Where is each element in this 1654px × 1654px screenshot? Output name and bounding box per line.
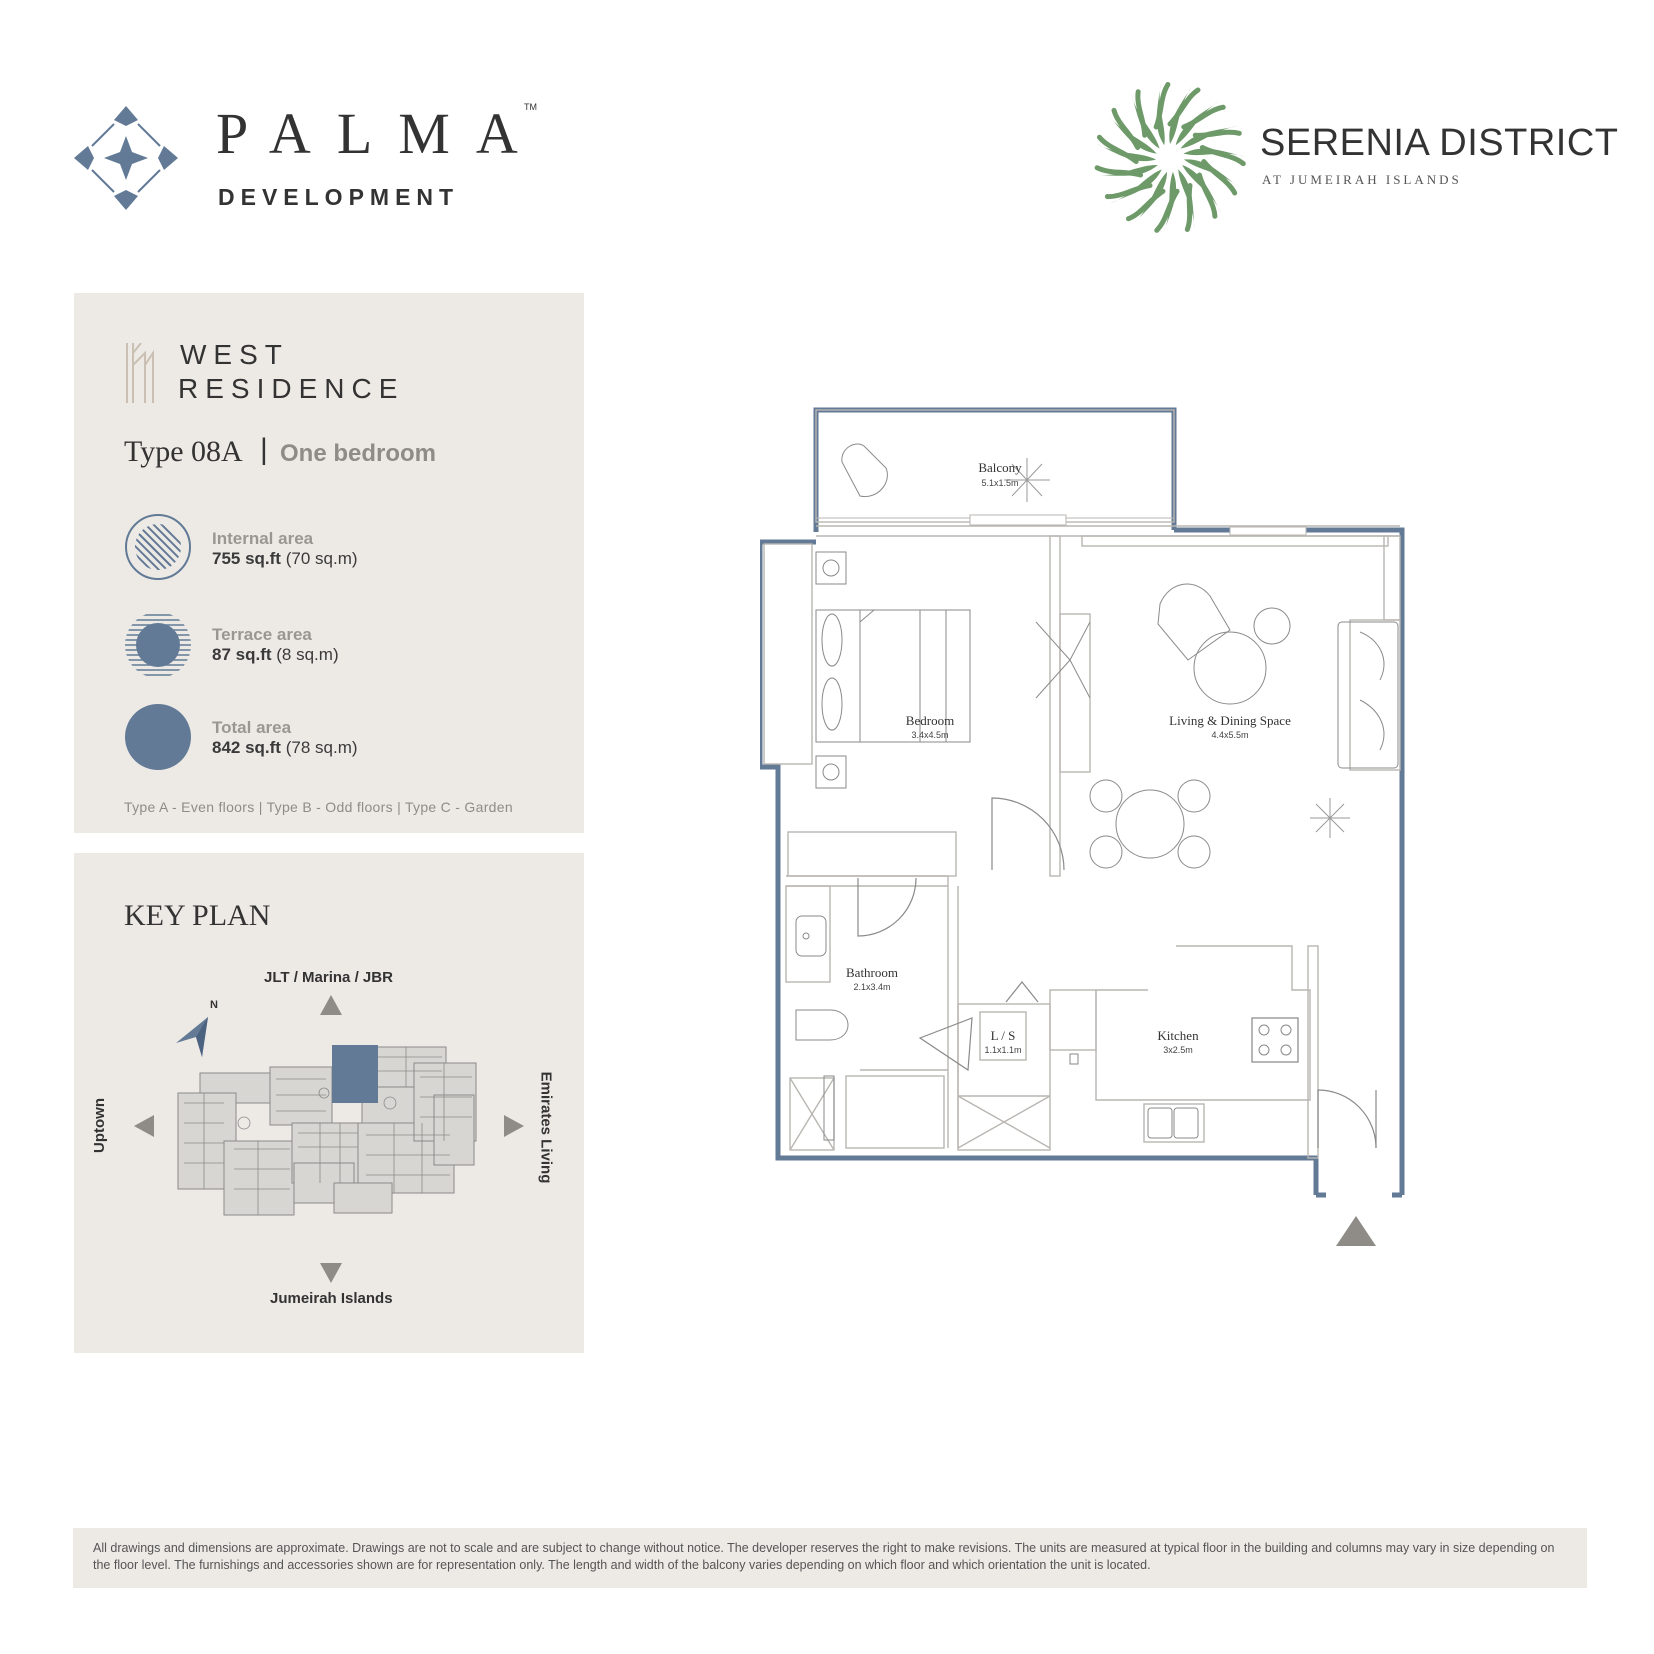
floor-plan: Balcony 5.1x1.5m Bedroom 3.4x4.5m Living…: [760, 400, 1440, 1260]
striped-circle-icon: [125, 614, 191, 676]
palma-development-logo: PALMA TM DEVELOPMENT: [74, 100, 554, 210]
arrow-left-icon: [134, 1115, 154, 1137]
direction-bottom-label: Jumeirah Islands: [270, 1290, 393, 1307]
internal-area-label: Internal area: [212, 529, 314, 548]
room-name-living-dining: Living & Dining Space: [1169, 713, 1291, 728]
building-name-line1: WEST: [180, 339, 289, 370]
room-name-bathroom: Bathroom: [846, 965, 898, 980]
palma-diamond-icon: [74, 106, 178, 210]
room-name-balcony: Balcony: [978, 460, 1022, 475]
room-dims-bedroom: 3.4x4.5m: [911, 730, 949, 740]
room-name-bedroom: Bedroom: [905, 713, 955, 728]
north-compass-icon: [176, 1017, 208, 1057]
unit-info-panel: WEST RESIDENCE Type 08A | One bedroom In…: [74, 293, 584, 833]
entrance-arrow: [1336, 1216, 1376, 1246]
room-name-kitchen: Kitchen: [1157, 1028, 1199, 1043]
west-residence-emblem-icon: [126, 343, 154, 403]
hatched-circle-icon: [125, 514, 191, 580]
serenia-district-subtitle: AT JUMEIRAH ISLANDS: [1262, 172, 1462, 187]
room-dims-balcony: 5.1x1.5m: [981, 478, 1019, 488]
terrace-area-label: Terrace area: [212, 625, 312, 644]
disclaimer-box: All drawings and dimensions are approxim…: [73, 1528, 1587, 1588]
arrow-right-icon: [504, 1115, 524, 1137]
direction-left-label: Uptown: [90, 1098, 108, 1153]
title-separator: |: [260, 433, 268, 466]
palma-wordmark: PALMA: [216, 101, 544, 166]
arrow-up-icon: [320, 995, 342, 1015]
floor-type-note: Type A - Even floors | Type B - Odd floo…: [124, 799, 513, 815]
room-dims-linen-storage: 1.1x1.1m: [984, 1045, 1022, 1055]
serenia-district-title: SERENIA DISTRICT: [1260, 122, 1619, 164]
total-area-label: Total area: [212, 718, 292, 737]
floor-plan-drawing: [760, 407, 1405, 1246]
north-label: N: [210, 999, 218, 1011]
room-dims-kitchen: 3x2.5m: [1163, 1045, 1193, 1055]
direction-top-label: JLT / Marina / JBR: [264, 969, 393, 986]
building-key-plan-diagram: [177, 1045, 477, 1216]
building-name-line2: RESIDENCE: [178, 373, 405, 404]
key-plan-panel: KEY PLAN JLT / Marina / JBR Jumeirah Isl…: [74, 853, 584, 1353]
arrow-down-icon: [320, 1263, 342, 1283]
internal-area-value: 755 sq.ft (70 sq.m): [212, 549, 358, 568]
bedroom-count: One bedroom: [280, 440, 437, 467]
direction-right-label: Emirates Living: [537, 1071, 555, 1184]
unit-type: Type 08A: [124, 435, 243, 468]
palma-development-text: DEVELOPMENT: [218, 184, 460, 210]
disclaimer-text: All drawings and dimensions are approxim…: [93, 1541, 1555, 1572]
room-dims-bathroom: 2.1x3.4m: [853, 982, 891, 992]
solid-circle-icon: [125, 704, 191, 770]
room-dims-living-dining: 4.4x5.5m: [1211, 730, 1249, 740]
serenia-leaf-burst-icon: [1090, 78, 1250, 238]
total-area-value: 842 sq.ft (78 sq.m): [212, 738, 358, 757]
room-name-linen-storage: L / S: [990, 1028, 1016, 1043]
key-plan-title: KEY PLAN: [124, 899, 271, 932]
trademark-symbol: TM: [524, 102, 537, 112]
serenia-district-logo: SERENIA DISTRICT AT JUMEIRAH ISLANDS: [1090, 78, 1618, 238]
terrace-area-value: 87 sq.ft (8 sq.m): [212, 645, 339, 664]
